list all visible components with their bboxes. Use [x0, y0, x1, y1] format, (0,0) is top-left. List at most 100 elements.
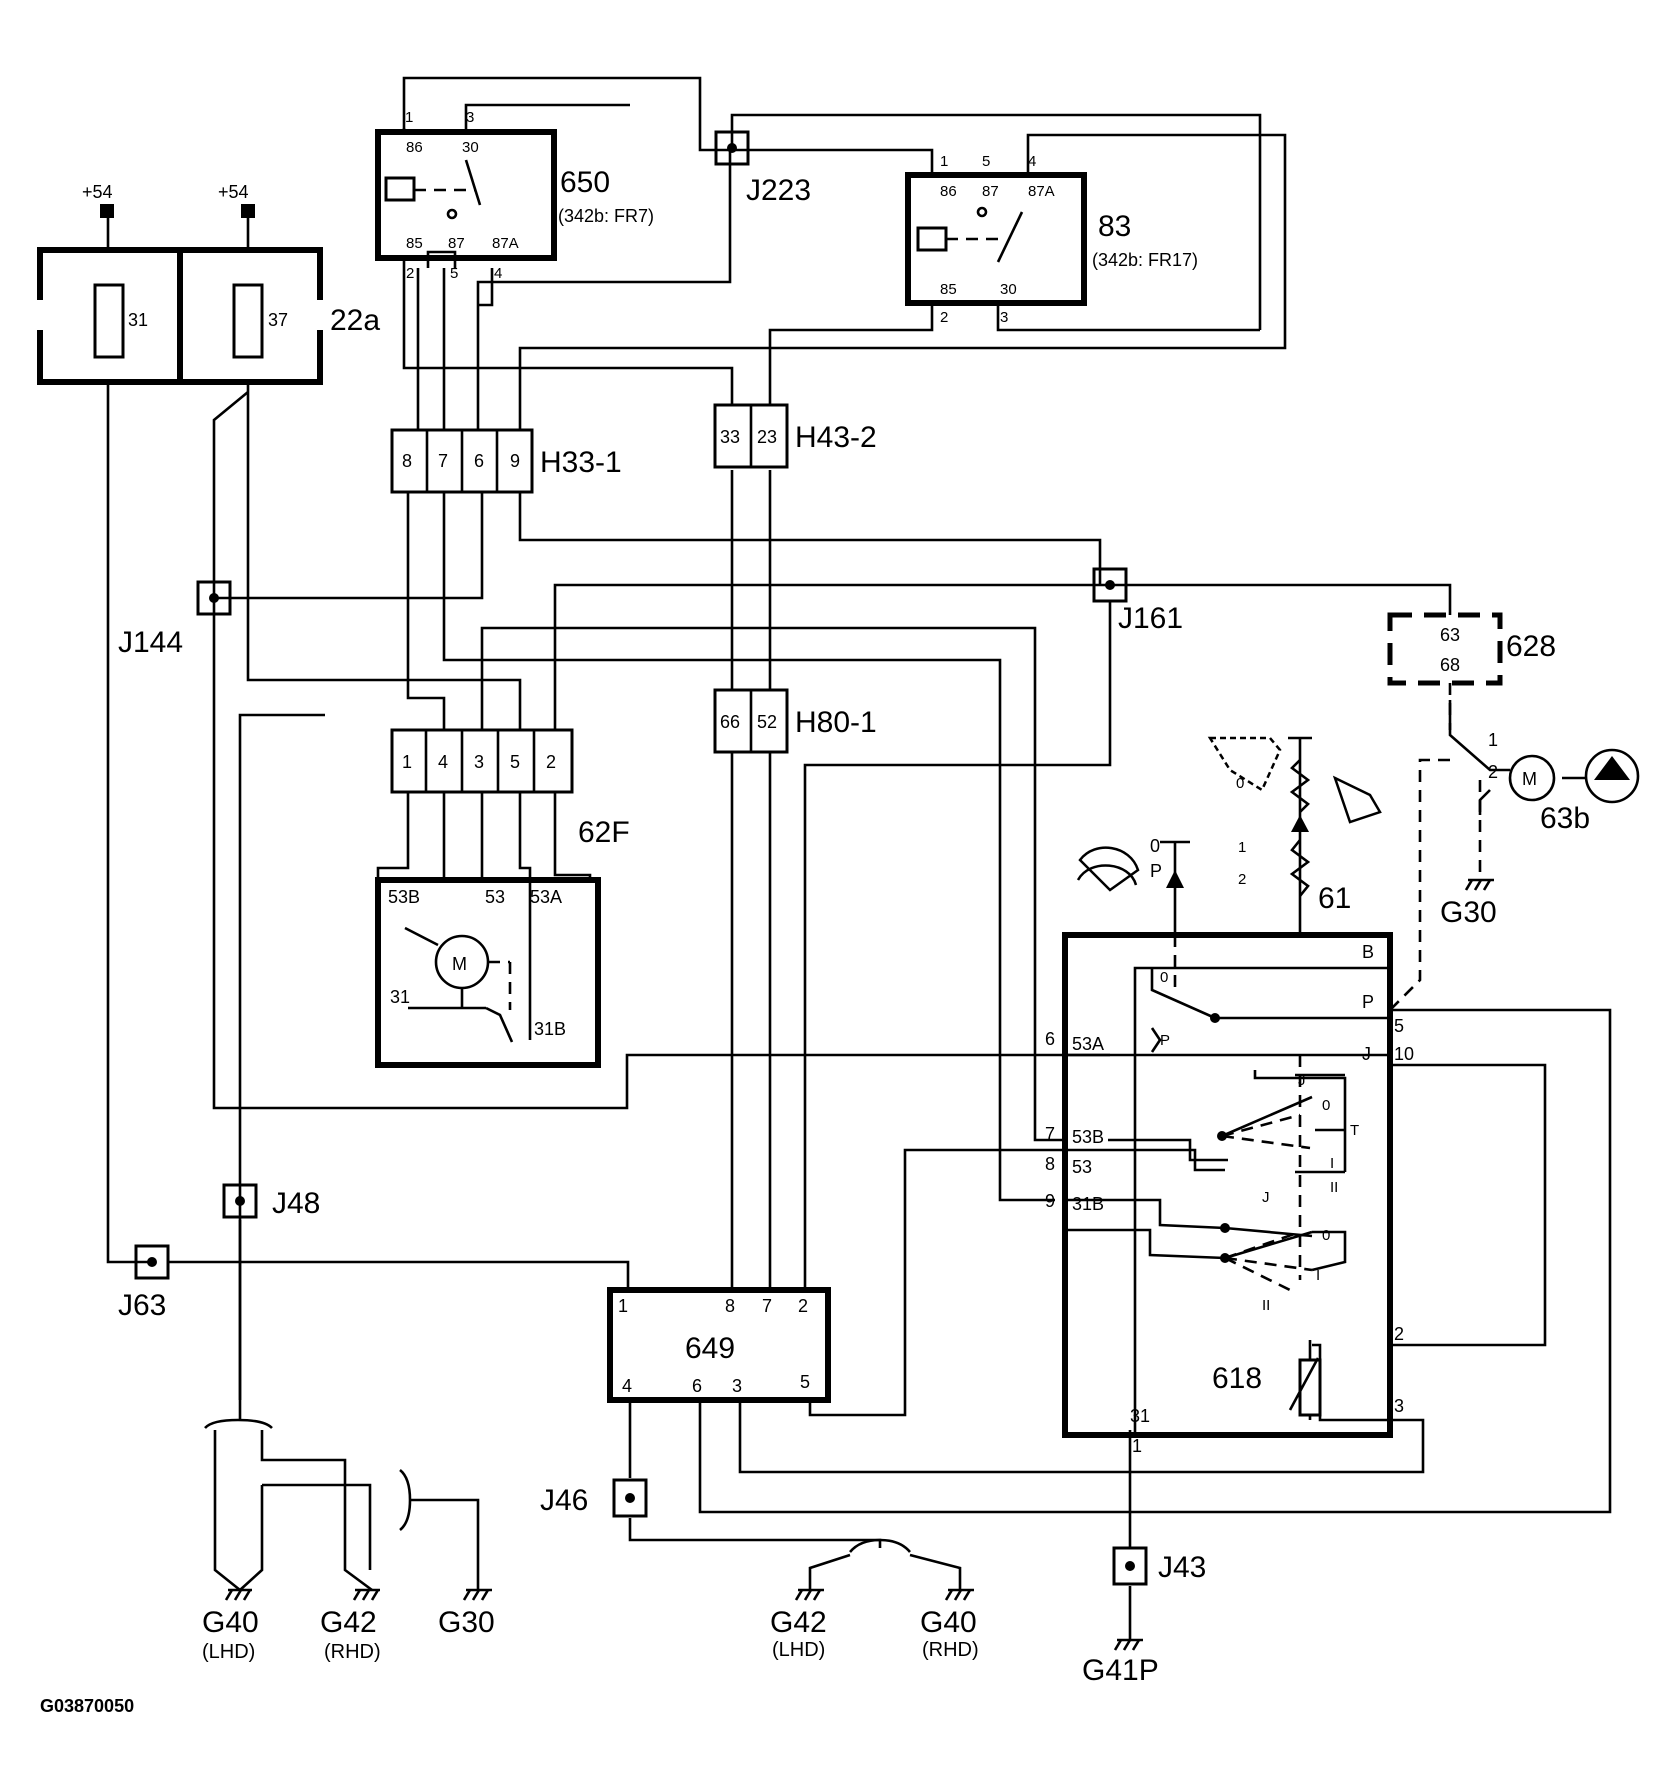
supply-right-label: +54 [218, 182, 249, 202]
h33-pin-9: 9 [510, 451, 520, 471]
module-649-pin-6: 6 [692, 1376, 702, 1396]
wiper-motor-term-53b: 53B [388, 887, 420, 907]
switch-b-contact-i: I [1316, 1267, 1320, 1284]
relay-83-name: 83 [1098, 210, 1131, 243]
connector-h33-1: 8 7 6 9 H33-1 [390, 428, 622, 494]
wiper-motor-term-53: 53 [485, 887, 505, 907]
switch-pin-2: 2 [1394, 1324, 1404, 1344]
switch-a-contact-j: J [1298, 1072, 1306, 1089]
switch-pin-10: 10 [1394, 1044, 1414, 1064]
svg-text:G42: G42 [770, 1606, 827, 1639]
svg-text:G30: G30 [438, 1606, 495, 1639]
rheostat-618: 618 [1212, 1362, 1262, 1395]
relay-650-term-87a: 87A [492, 235, 519, 252]
switch-pos-2: 2 [1238, 871, 1246, 888]
62f-name: 62F [578, 816, 630, 849]
switch-b-contact-0: 0 [1322, 1227, 1330, 1244]
ground-g41p: G41P [1082, 1638, 1159, 1687]
module-649: 1 8 7 2 649 4 6 3 5 [607, 1287, 831, 1403]
h33-pin-7: 7 [438, 451, 448, 471]
h43-name: H43-2 [795, 421, 877, 454]
svg-text:G42: G42 [320, 1606, 377, 1639]
junction-j223: J223 [714, 130, 811, 207]
relay-650-pin-3: 3 [466, 109, 474, 126]
switch-pos-1: 1 [1238, 839, 1246, 856]
relay-650-pin-4: 4 [494, 265, 502, 282]
washer-pump-name: 63b [1540, 802, 1590, 835]
switch-term-p: P [1362, 992, 1374, 1012]
svg-text:(LHD): (LHD) [202, 1641, 255, 1663]
unit-628-name: 628 [1506, 630, 1556, 663]
relay-83-term-30: 30 [1000, 281, 1017, 298]
fuse-31-label: 31 [128, 310, 148, 330]
wiper-motor-m: M [452, 954, 467, 974]
unit-628: 63 68 628 [1387, 612, 1556, 730]
fuse-box-22a: 31 37 22a +54 +54 [35, 182, 380, 385]
module-649-pin-2: 2 [798, 1296, 808, 1316]
62f-pin-3: 3 [474, 752, 484, 772]
ground-g30-right: G30 [1440, 878, 1497, 929]
junction-j46: J46 [540, 1478, 648, 1518]
62f-pin-2: 2 [546, 752, 556, 772]
h80-pin-52: 52 [757, 712, 777, 732]
svg-text:J46: J46 [540, 1484, 588, 1517]
svg-text:(RHD): (RHD) [922, 1639, 979, 1661]
relay-650: 1 3 86 30 85 87 87A 2 5 4 650 (342b: FR7… [375, 109, 654, 282]
module-649-pin-5: 5 [800, 1372, 810, 1392]
switch-park-p: P [1150, 861, 1162, 881]
h33-name: H33-1 [540, 446, 622, 479]
svg-text:J43: J43 [1158, 1551, 1206, 1584]
h43-pin-23: 23 [757, 427, 777, 447]
switch-p-contact: P [1160, 1032, 1170, 1049]
switch-61-name: 61 [1318, 882, 1351, 915]
relay-83-term-86: 86 [940, 183, 957, 200]
relay-83-ref: (342b: FR17) [1092, 250, 1198, 270]
wiper-motor: M 53B 53 53A 31 31B [375, 877, 601, 1068]
svg-text:(LHD): (LHD) [772, 1639, 825, 1661]
ground-g40-left: G40 (LHD) [202, 1588, 259, 1663]
junction-j144: J144 [118, 580, 232, 659]
module-649-pin-3: 3 [732, 1376, 742, 1396]
h33-pin-6: 6 [474, 451, 484, 471]
svg-text:G40: G40 [920, 1606, 977, 1639]
module-649-pin-4: 4 [622, 1376, 632, 1396]
junction-j63: J63 [118, 1244, 170, 1322]
switch-a-contact-0: 0 [1322, 1097, 1330, 1114]
62f-pin-1: 1 [402, 752, 412, 772]
relay-83-pin-3: 3 [1000, 309, 1008, 326]
washer-pump-pin-1: 1 [1488, 730, 1498, 750]
wiper-position-icons [1076, 736, 1382, 892]
switch-term-31: 31 [1130, 1406, 1150, 1426]
module-649-pin-1: 1 [618, 1296, 628, 1316]
svg-text:J161: J161 [1118, 602, 1183, 635]
washer-pump-63b: M 1 2 63b [1389, 730, 1640, 1011]
h33-pin-8: 8 [402, 451, 412, 471]
switch-b-contact-j: J [1262, 1189, 1270, 1206]
switch-pin-1: 1 [1132, 1436, 1142, 1456]
switch-term-j: J [1362, 1044, 1371, 1064]
switch-term-53: 53 [1072, 1157, 1092, 1177]
relay-83: 1 5 4 86 87 87A 85 30 2 3 83 (342b: FR17… [905, 153, 1198, 326]
svg-text:J144: J144 [118, 626, 183, 659]
switch-term-53b: 53B [1072, 1127, 1104, 1147]
svg-text:(RHD): (RHD) [324, 1641, 381, 1663]
relay-83-pin-5: 5 [982, 153, 990, 170]
switch-b-contact-ii: II [1262, 1297, 1270, 1314]
junction-j48: J48 [222, 1183, 320, 1220]
wiper-motor-term-31b: 31B [534, 1019, 566, 1039]
relay-83-pin-1: 1 [940, 153, 948, 170]
washer-pump-m: M [1522, 769, 1537, 789]
62f-pin-4: 4 [438, 752, 448, 772]
wiper-motor-term-53a: 53A [530, 887, 562, 907]
switch-61: 0 P 0 1 2 61 [1045, 736, 1414, 1456]
relay-650-ref: (342b: FR7) [558, 206, 654, 226]
fuse-box-name: 22a [330, 304, 380, 337]
switch-pos-0: 0 [1236, 775, 1244, 792]
ground-g42-mid: G42 (LHD) [770, 1588, 827, 1661]
switch-pin-6: 6 [1045, 1029, 1055, 1049]
h80-name: H80-1 [795, 706, 877, 739]
switch-term-31b: 31B [1072, 1194, 1104, 1214]
switch-term-b: B [1362, 942, 1374, 962]
relay-83-term-85: 85 [940, 281, 957, 298]
